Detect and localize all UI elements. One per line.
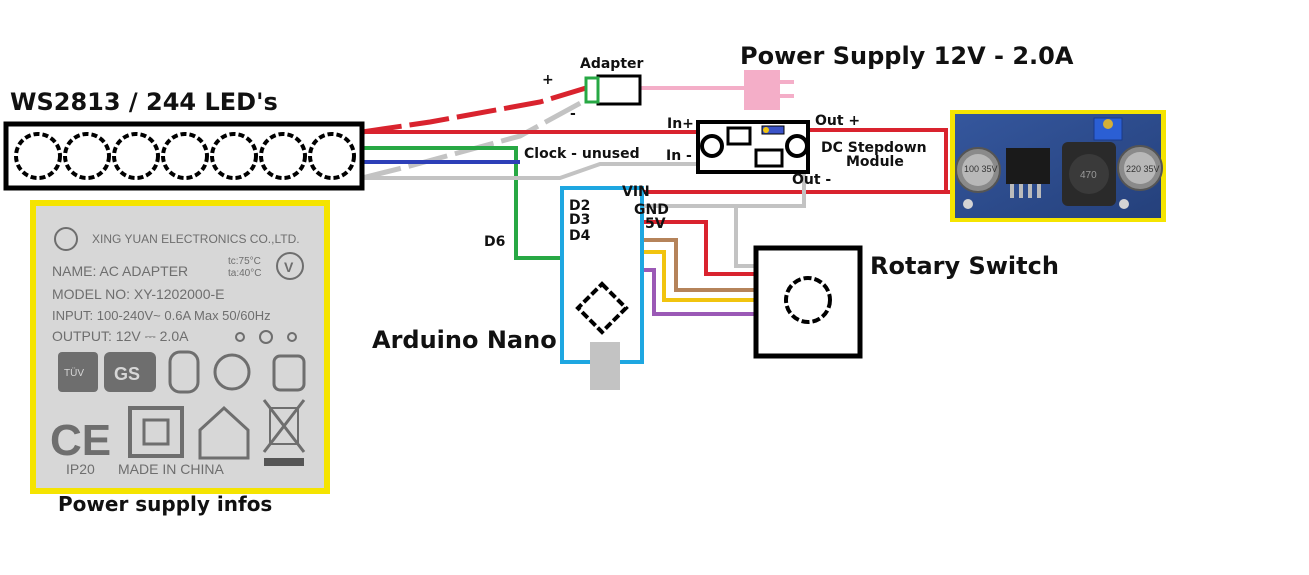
double-insulation-outer-icon xyxy=(128,406,184,458)
tuv-icon xyxy=(58,352,98,392)
d3-label: D3 xyxy=(569,212,590,228)
module-cap2-text: 220 35V xyxy=(1126,164,1160,174)
transformer-icon xyxy=(213,353,251,391)
barrel-adapter xyxy=(584,74,642,106)
in-plus-label: In+ xyxy=(667,116,694,132)
safety-icon xyxy=(168,350,200,394)
wire-led-plus-to-adapter xyxy=(361,85,587,135)
stepdown-label-2: Module xyxy=(846,154,904,170)
polarity-center-icon xyxy=(259,330,273,344)
arduino-nano xyxy=(560,186,644,390)
psu-model: MODEL NO: XY-1202000-E xyxy=(52,286,225,302)
power-supply-title: Power Supply 12V - 2.0A xyxy=(740,42,1074,70)
psu-tuv-mark: TÜV xyxy=(64,367,84,379)
wire-green-data-d6 xyxy=(362,146,566,260)
out-minus-label: Out - xyxy=(792,172,831,188)
adapter-minus-label: - xyxy=(570,106,576,122)
in-minus-label: In - xyxy=(666,148,692,164)
psu-infos-title: Power supply infos xyxy=(58,492,272,516)
led-5 xyxy=(210,132,258,180)
wire-gray-rotary xyxy=(734,206,756,268)
psu-output: OUTPUT: 12V ⎓ 2.0A xyxy=(52,328,189,344)
d4-label: D4 xyxy=(569,228,591,244)
psu-name: NAME: AC ADAPTER xyxy=(52,263,188,279)
stepdown-module-symbol xyxy=(696,120,810,174)
led-strip xyxy=(3,121,365,191)
wire-red-5v xyxy=(636,220,756,276)
led-7 xyxy=(308,132,356,180)
psu-maker: XING YUAN ELECTRONICS CO.,LTD. xyxy=(92,232,300,246)
out-plus-label: Out + xyxy=(815,113,860,129)
led-1 xyxy=(14,132,62,180)
vin-label: VIN xyxy=(622,184,650,200)
psu-v-mark: V xyxy=(284,259,294,275)
module-inductor-text: 470 xyxy=(1080,170,1097,181)
d6-label: D6 xyxy=(484,234,505,250)
double-insulation-inner-icon xyxy=(142,418,170,446)
stepdown-label-1: DC Stepdown xyxy=(821,140,927,156)
led-4 xyxy=(161,132,209,180)
polarity-plus-icon xyxy=(287,332,297,342)
shortcircuit-icon xyxy=(272,354,306,392)
indoor-use-icon xyxy=(198,405,250,460)
clock-label: Clock - unused xyxy=(524,146,640,162)
psu-made-in: MADE IN CHINA xyxy=(118,461,224,477)
led-3 xyxy=(112,132,160,180)
5v-label: 5V xyxy=(645,216,666,232)
d2-label: D2 xyxy=(569,198,590,214)
wire-led-minus-to-adapter xyxy=(361,97,588,181)
wire-gray-in-minus xyxy=(362,162,698,180)
led-6 xyxy=(259,132,307,180)
psu-temp1: tc:75°C xyxy=(228,256,261,267)
power-supply-plug xyxy=(744,70,794,110)
wire-red-out-plus xyxy=(808,128,952,194)
psu-ip: IP20 xyxy=(66,461,95,477)
psu-gs-mark: GS xyxy=(114,364,140,384)
led-strip-title: WS2813 / 244 LED's xyxy=(10,88,278,116)
adapter-plus-label: + xyxy=(542,72,554,88)
psu-info-label: XING YUAN ELECTRONICS CO.,LTD. NAME: AC … xyxy=(30,200,330,494)
adapter-label: Adapter xyxy=(580,56,644,72)
led-2 xyxy=(63,132,111,180)
psu-input: INPUT: 100-240V~ 0.6A Max 50/60Hz xyxy=(52,308,271,323)
psu-ce-mark: CE xyxy=(50,416,111,465)
rotary-switch xyxy=(753,245,863,359)
rotary-switch-title: Rotary Switch xyxy=(870,252,1059,280)
polarity-icon xyxy=(235,332,245,342)
arduino-title: Arduino Nano xyxy=(372,326,557,354)
psu-temp2: ta:40°C xyxy=(228,268,261,279)
module-cap1-text: 100 35V xyxy=(964,164,998,174)
v-mark-icon xyxy=(276,252,304,280)
gs-icon xyxy=(104,352,156,392)
stepdown-module-photo: 100 35V 220 35V 470 xyxy=(950,110,1166,222)
gnd-label: GND xyxy=(634,202,669,218)
maker-logo-icon xyxy=(54,227,78,251)
